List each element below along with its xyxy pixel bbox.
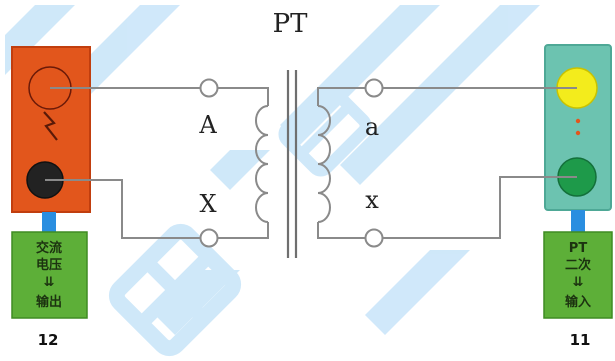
terminal-X[interactable]	[199, 228, 219, 248]
transformer-title: PT	[273, 9, 308, 39]
terminal-x[interactable]	[364, 228, 384, 248]
primary-winding	[255, 105, 269, 223]
right-device-number: 11	[570, 331, 591, 349]
terminal-a[interactable]	[364, 78, 384, 98]
right-connector-neck	[571, 210, 585, 232]
secondary-lead-bottom	[317, 222, 365, 239]
label-A: A	[198, 111, 217, 139]
secondary-winding	[317, 105, 331, 223]
left-device-number: 12	[38, 331, 59, 349]
label-a: a	[365, 113, 379, 141]
wire-x-to-right-ground	[383, 176, 577, 239]
right-port-box	[543, 231, 613, 319]
transformer-core	[286, 70, 298, 258]
left-port-box	[11, 231, 88, 319]
watermark-band-3	[280, 5, 440, 145]
watermark-band-4	[340, 5, 540, 185]
secondary-coil	[317, 105, 331, 223]
watermark-logo	[108, 223, 242, 357]
watermark-logo-2	[278, 83, 372, 177]
left-port-label-line-2: 电压	[36, 257, 62, 273]
right-dot-1	[575, 118, 581, 124]
right-port-label-line-1: PT	[569, 241, 588, 256]
watermark-band-6	[365, 250, 470, 335]
right-device: PT 二次 ⇊ 输入 11	[543, 44, 613, 349]
left-port-label-line-4: 输出	[36, 294, 62, 310]
watermark-band-7	[210, 150, 270, 190]
left-port-label-line-3: ⇊	[44, 275, 55, 290]
wires	[45, 87, 577, 239]
terminal-A[interactable]	[199, 78, 219, 98]
lightning-icon	[43, 111, 58, 141]
wire-left-ground-to-X	[45, 179, 200, 239]
left-device: 交流 电压 ⇊ 输出 12	[11, 46, 91, 349]
terminals	[199, 78, 384, 248]
secondary-lead-top	[317, 87, 365, 106]
right-port-label-line-4: 输入	[565, 294, 591, 310]
primary-coil	[255, 105, 269, 223]
right-dot-2	[575, 130, 581, 136]
label-x: x	[365, 186, 379, 214]
right-port-label-line-2: 二次	[565, 257, 591, 273]
watermark-band-5	[155, 270, 240, 335]
label-X: X	[199, 190, 216, 218]
primary-lead-bottom	[218, 222, 269, 239]
primary-lead-top	[218, 87, 269, 106]
left-connector-neck	[42, 212, 56, 232]
left-port-label-line-1: 交流	[36, 240, 62, 256]
right-port-label-line-3: ⇊	[573, 275, 584, 290]
